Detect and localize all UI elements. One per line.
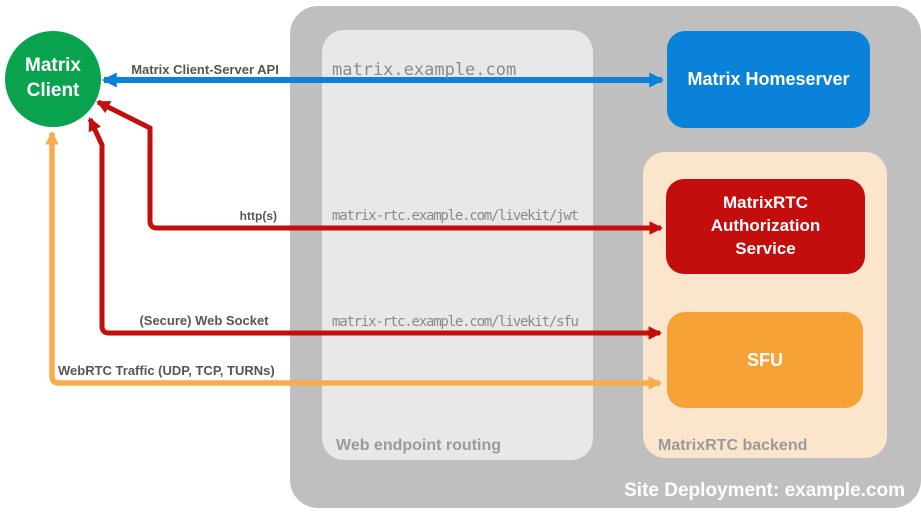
web-endpoint-routing-container	[322, 30, 593, 460]
matrixrtc-authorization-service-label: MatrixRTC Authorization Service	[710, 193, 821, 258]
matrix-client-label: Matrix Client	[25, 55, 81, 101]
matrix-homeserver-node: Matrix Homeserver	[667, 31, 870, 128]
site-deployment-caption: Site Deployment: example.com	[624, 480, 905, 501]
web-endpoint-routing-caption: Web endpoint routing	[336, 437, 502, 454]
websocket-label: (Secure) Web Socket	[139, 313, 269, 328]
endpoint-livekit-sfu: matrix-rtc.example.com/livekit/sfu	[332, 314, 579, 330]
http-label: http(s)	[239, 209, 277, 223]
endpoint-livekit-jwt: matrix-rtc.example.com/livekit/jwt	[332, 208, 579, 224]
client-server-api-label: Matrix Client-Server API	[131, 62, 279, 77]
webrtc-traffic-label: WebRTC Traffic (UDP, TCP, TURNs)	[58, 363, 275, 378]
matrix-homeserver-label: Matrix Homeserver	[687, 69, 850, 89]
sfu-node: SFU	[667, 312, 863, 408]
sfu-label: SFU	[747, 349, 783, 370]
endpoint-matrix-example: matrix.example.com	[332, 60, 517, 80]
matrixrtc-authorization-service-node: MatrixRTC Authorization Service	[666, 179, 865, 274]
matrix-client-node: Matrix Client	[5, 31, 101, 127]
matrixrtc-backend-caption: MatrixRTC backend	[658, 437, 808, 454]
